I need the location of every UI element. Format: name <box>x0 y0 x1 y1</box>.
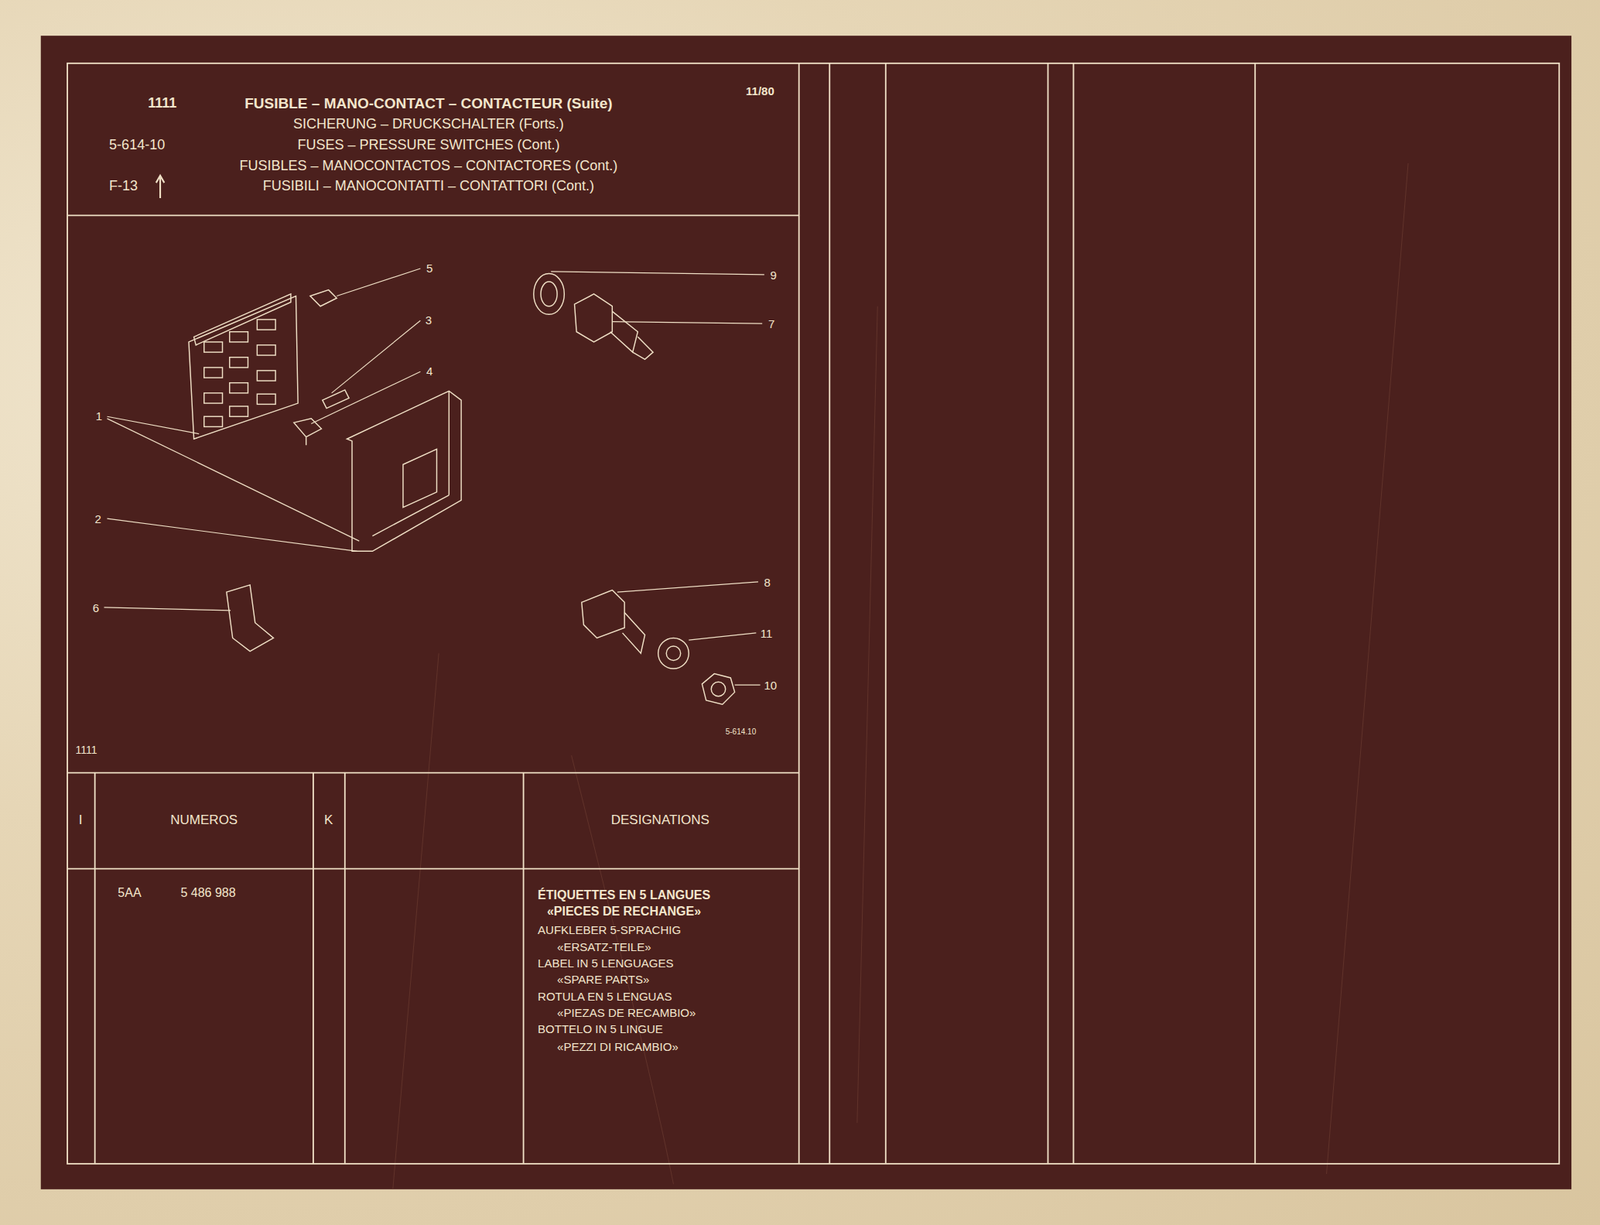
title-italian: FUSIBILI – MANOCONTATTI – CONTATTORI (Co… <box>263 178 595 193</box>
designation-line: «PIECES DE RECHANGE» <box>547 905 701 918</box>
film-panel <box>41 35 1572 1190</box>
parts-illustration <box>188 273 736 705</box>
designation-line: AUFKLEBER 5-SPRACHIG <box>537 923 681 936</box>
designation-line: «SPARE PARTS» <box>557 972 650 985</box>
up-arrow <box>156 175 165 199</box>
callout-number: 11 <box>760 626 773 639</box>
callout-number: 6 <box>92 601 100 613</box>
scratches <box>393 163 1409 1190</box>
title-english: FUSES – PRESSURE SWITCHES (Cont.) <box>297 137 560 152</box>
fiche-reference: F-13 <box>109 178 138 193</box>
part-number: 5 486 988 <box>180 886 236 900</box>
callout-number: 8 <box>764 575 771 588</box>
callout-number: 3 <box>425 313 432 325</box>
fuse-slots <box>204 319 276 428</box>
figure-reference: 5-614-10 <box>109 137 165 152</box>
column-header: I <box>78 813 83 827</box>
designation-line: «PEZZI DI RICAMBIO» <box>557 1039 679 1052</box>
group-number: 1111 <box>75 744 98 756</box>
callout-number: 9 <box>770 268 777 281</box>
column-header: DESIGNATIONS <box>611 813 710 827</box>
callout-number: 1 <box>95 409 103 421</box>
designation-line: BOTTELO IN 5 LINGUE <box>537 1022 664 1035</box>
title-spanish: FUSIBLES – MANOCONTACTOS – CONTACTORES (… <box>239 158 619 173</box>
drawing-reference: 5-614.10 <box>725 728 756 736</box>
leader-lines <box>104 268 765 685</box>
title-german: SICHERUNG – DRUCKSCHALTER (Forts.) <box>293 116 565 131</box>
sheet-title: FUSIBLE – MANO-CONTACT – CONTACTEUR (Sui… <box>244 95 612 111</box>
group-number: 1111 <box>147 95 177 110</box>
designation-line: ROTULA EN 5 LENGUAS <box>537 990 672 1002</box>
designation-line: «PIEZAS DE RECAMBIO» <box>557 1006 696 1019</box>
callout-number: 5 <box>426 261 433 274</box>
callout-number: 7 <box>768 317 775 330</box>
column-header: K <box>324 813 333 827</box>
callout-number: 2 <box>94 512 101 524</box>
designation-line: ÉTIQUETTES EN 5 LANGUES <box>537 888 711 902</box>
column-header: NUMEROS <box>170 813 238 827</box>
frame-lines <box>67 63 1559 1164</box>
sheet-date: 11/80 <box>745 85 775 97</box>
callout-number: 4 <box>426 364 433 377</box>
designation-line: «ERSATZ-TEILE» <box>557 940 651 952</box>
callout-number: 10 <box>763 678 777 691</box>
table-cell: 5AA <box>117 886 141 900</box>
designation-line: LABEL IN 5 LENGUAGES <box>537 956 674 968</box>
